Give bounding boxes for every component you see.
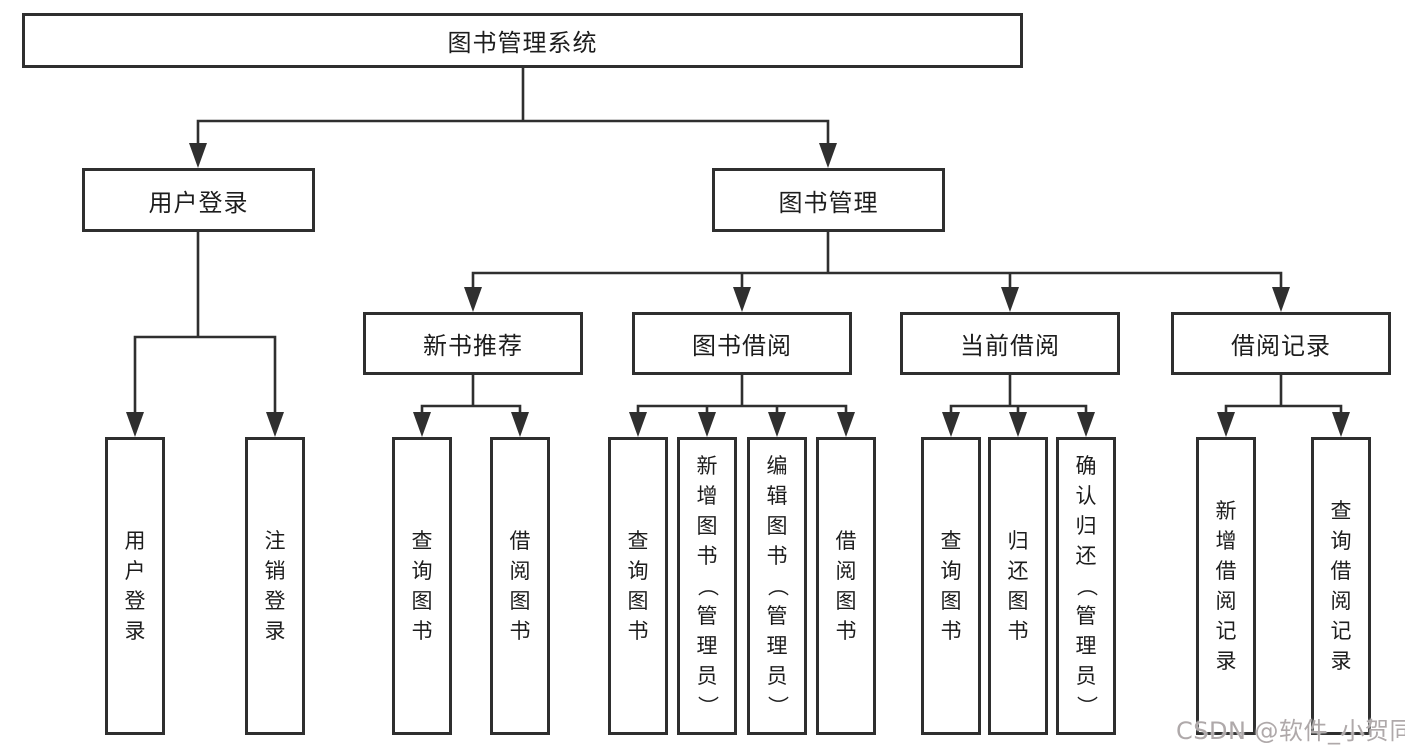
leaf-borrow-add-books-admin: 新增图书（管理员）	[677, 437, 737, 735]
csdn-watermark: CSDN @软件_小贺同学	[1176, 717, 1405, 745]
leaf-record-query-borrow-record: 查询借阅记录	[1311, 437, 1371, 735]
leaf-record-add-borrow-record: 新增借阅记录	[1196, 437, 1256, 735]
node-book-borrowing: 图书借阅	[632, 312, 852, 375]
leaf-user-login: 用户登录	[105, 437, 165, 735]
node-current-borrowing: 当前借阅	[900, 312, 1120, 375]
tree-branch-lines	[133, 68, 1343, 419]
leaf-newbook-borrow-books: 借阅图书	[490, 437, 550, 735]
node-user-login: 用户登录	[82, 168, 315, 232]
leaf-logout: 注销登录	[245, 437, 305, 735]
leaf-current-query-books: 查询图书	[921, 437, 981, 735]
leaf-newbook-query-books: 查询图书	[392, 437, 452, 735]
leaf-borrow-borrow-books: 借阅图书	[816, 437, 876, 735]
leaf-current-confirm-return-admin: 确认归还（管理员）	[1056, 437, 1116, 735]
arrowhead-group	[126, 143, 1350, 437]
leaf-borrow-query-books: 查询图书	[608, 437, 668, 735]
node-root-library-management-system: 图书管理系统	[22, 13, 1023, 68]
leaf-borrow-edit-books-admin: 编辑图书（管理员）	[747, 437, 807, 735]
node-book-management: 图书管理	[712, 168, 945, 232]
leaf-current-return-books: 归还图书	[988, 437, 1048, 735]
node-new-book-recommend: 新书推荐	[363, 312, 583, 375]
node-borrowing-records: 借阅记录	[1171, 312, 1391, 375]
